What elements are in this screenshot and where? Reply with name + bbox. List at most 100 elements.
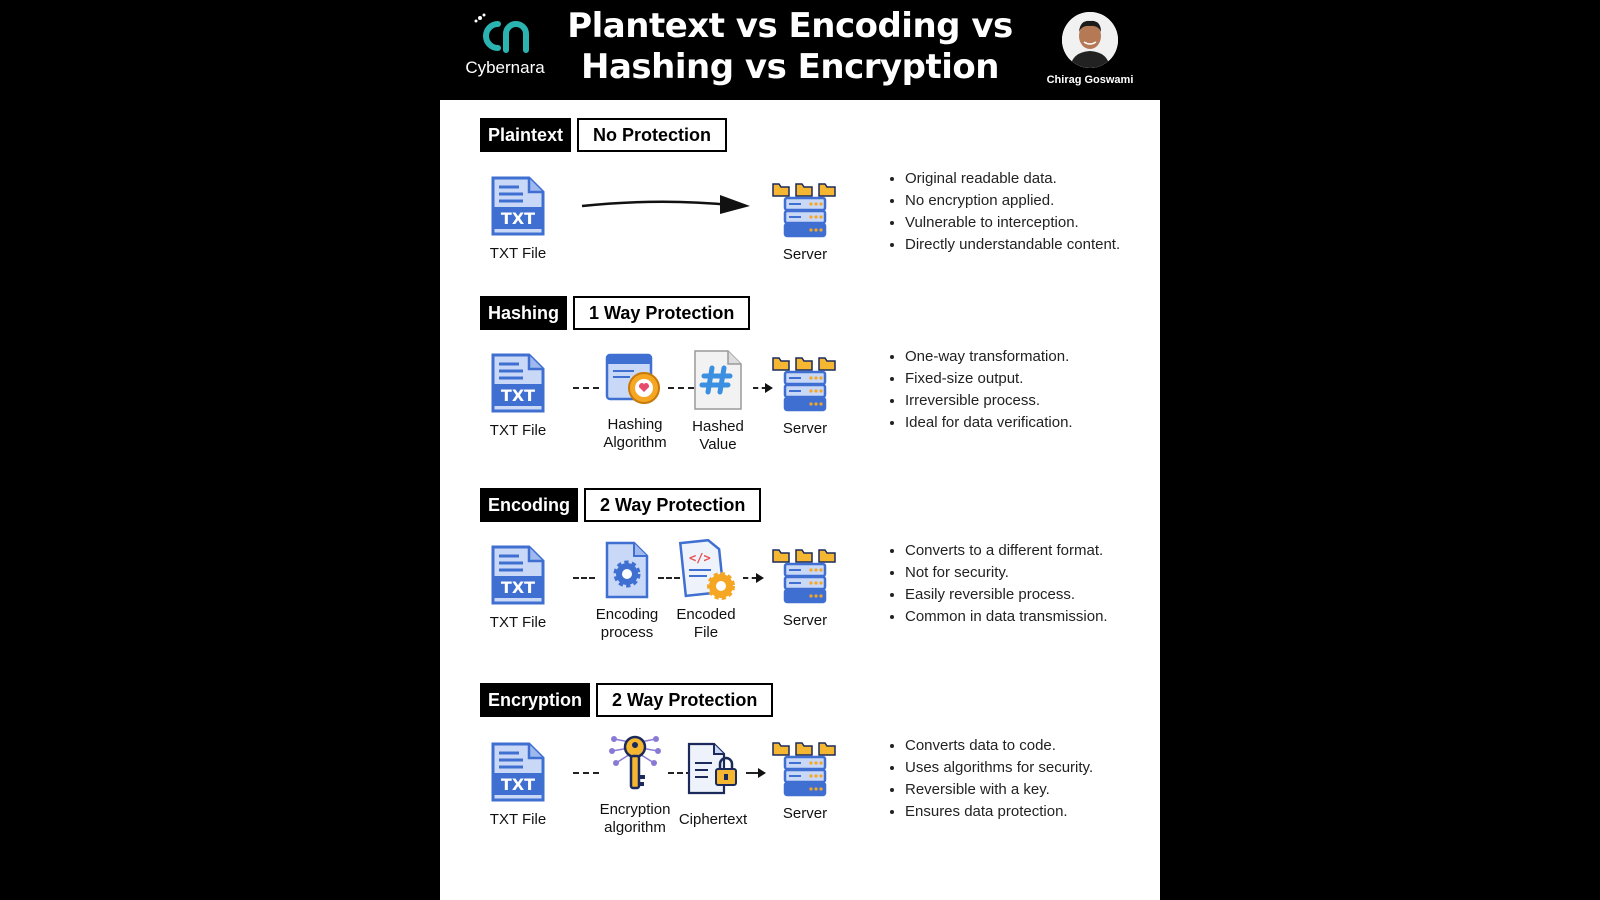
server-icon (771, 544, 839, 604)
connector (658, 577, 680, 579)
author: Chirag Goswami (1040, 12, 1140, 86)
bullet-item: Irreversible process. (905, 390, 1073, 412)
hash-document-icon (694, 350, 742, 410)
bullet-item: Not for security. (905, 562, 1108, 584)
txt-file-icon (489, 544, 547, 606)
protection-label: 1 Way Protection (573, 296, 751, 330)
section-header: Hashing 1 Way Protection (480, 296, 751, 330)
bullet-item: Original readable data. (905, 168, 1120, 190)
node-label: Server (782, 612, 828, 629)
node-label: Ciphertext (678, 811, 748, 828)
bullet-item: Directly understandable content. (905, 234, 1120, 256)
node-label: TXT File (489, 422, 547, 439)
title-line-1: Plantext vs Encoding vs (567, 6, 1013, 46)
encoding-gear-document-icon (605, 541, 649, 599)
bullet-item: Converts to a different format. (905, 540, 1108, 562)
bullet-item: Converts data to code. (905, 735, 1093, 757)
arrowhead-icon (765, 383, 773, 393)
node-txt-file: TXT File (478, 175, 558, 263)
section-header: Encoding 2 Way Protection (480, 488, 762, 522)
avatar (1062, 12, 1118, 68)
protection-label: 2 Way Protection (584, 488, 762, 522)
ciphertext-lock-icon (687, 742, 737, 795)
connector (668, 772, 692, 774)
node-label: Server (782, 805, 828, 822)
hashing-algorithm-icon (605, 353, 660, 404)
section-tag: Hashing (480, 296, 568, 330)
flow-diagram: TXT File Hashing Algorithm (440, 346, 880, 486)
bullet-item: One-way transformation. (905, 346, 1073, 368)
txt-file-icon (489, 741, 547, 803)
arrowhead-icon (758, 768, 766, 778)
section-header: Encryption 2 Way Protection (480, 683, 774, 717)
node-label: Server (782, 420, 828, 437)
node-label: TXT File (489, 811, 547, 828)
node-server: Server (765, 178, 845, 264)
node-hashed-value: Hashed Value (678, 348, 758, 454)
connector (743, 577, 757, 579)
connector (746, 772, 758, 774)
page-title: Plantext vs Encoding vs Hashing vs Encry… (560, 6, 1020, 88)
bullet-item: No encryption applied. (905, 190, 1120, 212)
bullet-list: Original readable data. No encryption ap… (885, 168, 1120, 256)
node-label: Hashed Value (692, 418, 744, 453)
encryption-key-icon (609, 735, 661, 790)
bullet-item: Ensures data protection. (905, 801, 1093, 823)
txt-file-icon (489, 352, 547, 414)
node-txt-file: TXT File (478, 544, 558, 632)
infographic-panel: Plaintext No Protection TXT File Server … (440, 100, 1160, 900)
bullet-item: Vulnerable to interception. (905, 212, 1120, 234)
node-label: Encryption algorithm (599, 801, 671, 836)
bullet-item: Common in data transmission. (905, 606, 1108, 628)
flow-diagram: TXT File Encoding process </> (440, 538, 880, 678)
node-encoding-process: Encoding process (582, 540, 672, 642)
cybernara-logo-icon (474, 13, 529, 53)
connector (668, 387, 694, 389)
arrowhead-icon (756, 573, 764, 583)
connector (573, 387, 599, 389)
connector (753, 387, 767, 389)
section-header: Plaintext No Protection (480, 118, 728, 152)
cybernara-logo: Cybernara (460, 12, 550, 87)
protection-label: No Protection (577, 118, 728, 152)
bullet-item: Reversible with a key. (905, 779, 1093, 801)
flow-diagram: TXT File Encryption algorithm (440, 733, 880, 873)
connector (573, 577, 595, 579)
node-label: Encoded File (676, 606, 736, 641)
server-icon (771, 178, 839, 238)
node-txt-file: TXT File (478, 352, 558, 440)
server-icon (771, 737, 839, 797)
protection-label: 2 Way Protection (596, 683, 774, 717)
svg-text:</>: </> (689, 551, 711, 565)
node-server: Server (765, 352, 845, 438)
section-tag: Encryption (480, 683, 591, 717)
author-name: Chirag Goswami (1046, 74, 1134, 86)
section-tag: Plaintext (480, 118, 572, 152)
node-hashing-algorithm: Hashing Algorithm (585, 352, 685, 452)
bullet-list: Converts to a different format. Not for … (885, 540, 1108, 628)
node-txt-file: TXT File (478, 741, 558, 829)
server-icon (771, 352, 839, 412)
bullet-item: Ideal for data verification. (905, 412, 1073, 434)
header: Cybernara Plantext vs Encoding vs Hashin… (440, 0, 1160, 100)
txt-file-icon (489, 175, 547, 237)
node-encoded-file: </> Encoded File (666, 538, 746, 642)
title-line-2: Hashing vs Encryption (581, 47, 999, 87)
bullet-item: Easily reversible process. (905, 584, 1108, 606)
bullet-list: One-way transformation. Fixed-size outpu… (885, 346, 1073, 434)
bullet-list: Converts data to code. Uses algorithms f… (885, 735, 1093, 823)
node-label: TXT File (489, 614, 547, 631)
logo-text: Cybernara (465, 58, 545, 77)
node-label: Server (782, 246, 828, 263)
node-encryption-algorithm: Encryption algorithm (580, 733, 690, 837)
arrow-icon (581, 195, 750, 214)
section-tag: Encoding (480, 488, 578, 522)
node-server: Server (765, 544, 845, 630)
node-label: TXT File (489, 245, 547, 262)
bullet-item: Fixed-size output. (905, 368, 1073, 390)
encoded-code-file-icon: </> (678, 538, 735, 600)
node-ciphertext: Ciphertext (678, 741, 748, 829)
flow-diagram: TXT File Server (440, 168, 880, 308)
node-label: Hashing Algorithm (603, 416, 667, 451)
node-server: Server (765, 737, 845, 823)
